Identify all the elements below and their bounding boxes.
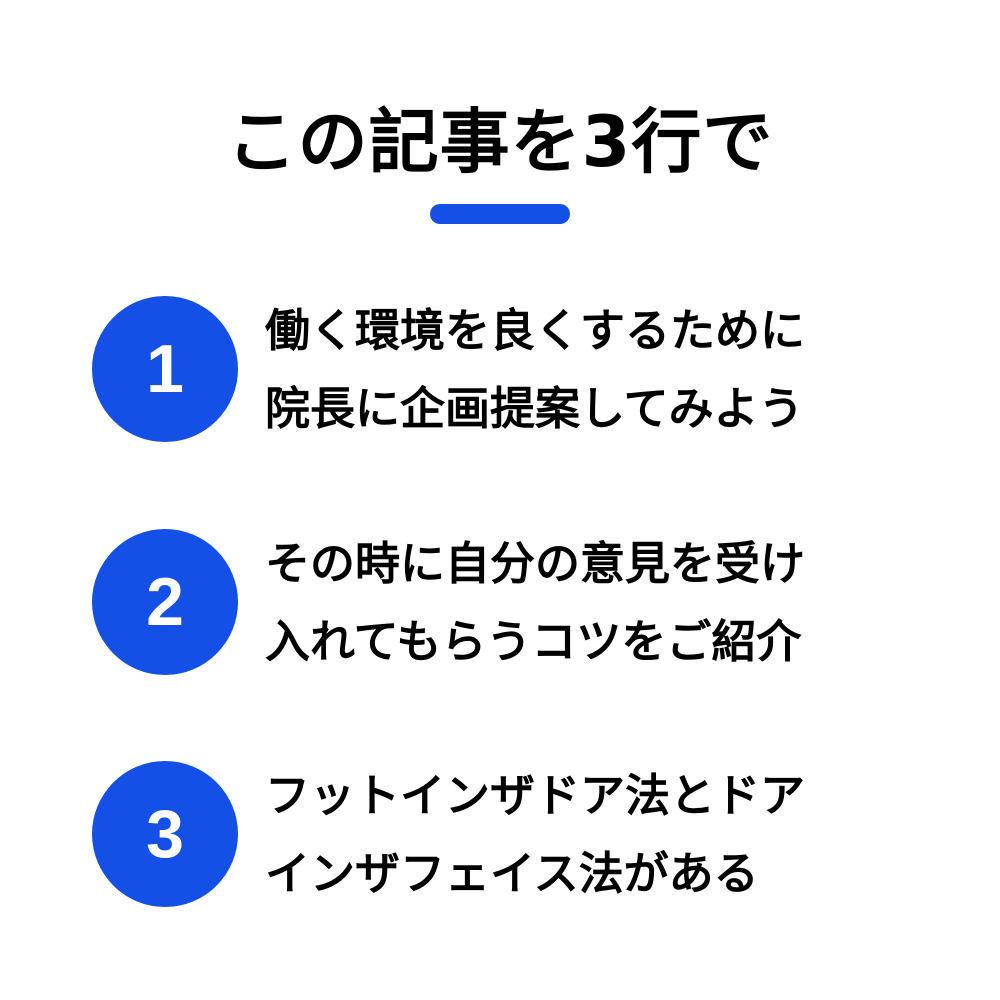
summary-text-2: その時に自分の意見を受け 入れてもらうコツをご紹介 [265, 525, 965, 681]
number-badge-3: 3 [92, 761, 238, 907]
summary-text-3: フットインザドア法とドア インザフェイス法がある [265, 757, 965, 913]
title-underline [430, 204, 570, 224]
summary-text-1: 働く環境を良くするために 院長に企画提案してみよう [265, 292, 965, 448]
number-badge-2: 2 [92, 529, 238, 675]
summary-text-3-line-1: フットインザドア法とドア [265, 769, 806, 822]
summary-item-1: 1 働く環境を良くするために 院長に企画提案してみよう [0, 292, 1000, 442]
page-title: この記事を3行で [226, 101, 774, 183]
summary-text-1-line-2: 院長に企画提案してみよう [265, 382, 804, 435]
summary-text-1-line-1: 働く環境を良くするために [265, 304, 806, 357]
summary-text-3-line-2: インザフェイス法がある [265, 847, 759, 900]
summary-text-2-line-2: 入れてもらうコツをご紹介 [265, 615, 802, 668]
summary-item-3: 3 フットインザドア法とドア インザフェイス法がある [0, 757, 1000, 907]
summary-text-2-line-1: その時に自分の意見を受け [265, 537, 806, 590]
number-badge-1: 1 [92, 296, 238, 442]
summary-item-2: 2 その時に自分の意見を受け 入れてもらうコツをご紹介 [0, 525, 1000, 675]
